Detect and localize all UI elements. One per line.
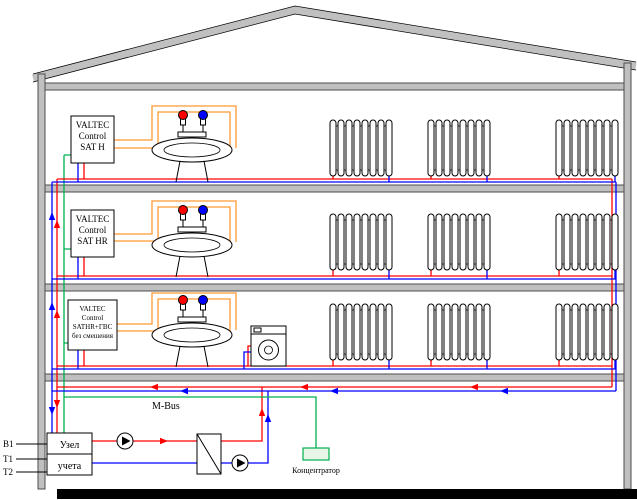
- supply-pipe-floor-1: [57, 163, 612, 180]
- flow-arrow-up: [48, 302, 56, 310]
- floor-1: VALTEC Control SAT H: [52, 105, 619, 183]
- return-pipe-floor-2: [52, 257, 616, 280]
- dhw-loop-floor-2: [114, 200, 237, 246]
- basement-supply-pipes: [56, 386, 612, 442]
- controller-box: [70, 209, 115, 258]
- ceiling-slab: [44, 82, 625, 91]
- controller-sathr-gvs: VALTEC Control SATHR+ГВС без смешения: [67, 299, 118, 351]
- radiator-icon: [555, 119, 619, 177]
- floor-2: VALTEC Control SAT HR: [52, 200, 619, 280]
- dhw-loop-floor-1: [114, 105, 237, 152]
- left-wall: [37, 73, 46, 490]
- concentrator: Концентратор: [292, 447, 340, 475]
- radiator-icon: [329, 303, 393, 361]
- flow-arrow-up: [53, 220, 61, 228]
- port-label-t1: Т1: [3, 454, 13, 464]
- controller-label: Control: [82, 314, 103, 322]
- controller-sat-h: VALTEC Control SAT H: [70, 115, 115, 164]
- roof-edge-top: [32, 5, 637, 75]
- controller-label: SAT HR: [77, 236, 108, 246]
- flow-arrow-up: [48, 212, 56, 220]
- flow-arrow-up: [53, 310, 61, 318]
- washing-machine-icon: [250, 325, 287, 367]
- supply-pipe-floor-2: [57, 257, 612, 277]
- radiator-icon: [329, 213, 393, 271]
- flow-arrow-left: [150, 383, 158, 391]
- flow-arrow-up: [264, 414, 272, 422]
- controller-label: Control: [79, 225, 107, 235]
- basement-return-pipes: [51, 390, 616, 464]
- mbus-label: M-Bus: [152, 401, 180, 412]
- controller-label: Control: [79, 131, 107, 141]
- radiator-icon: [329, 119, 393, 177]
- sink-icon: [151, 110, 233, 183]
- roof: [32, 6, 637, 82]
- flow-arrow-left: [330, 387, 338, 395]
- floor-slab-1: [44, 184, 625, 193]
- flow-arrow-left: [180, 387, 188, 395]
- sink-icon: [151, 205, 233, 278]
- controller-label: VALTEC: [79, 305, 105, 313]
- return-pipe-floor-3: [52, 350, 616, 370]
- radiator-icon: [555, 213, 619, 271]
- flow-arrow-down: [53, 400, 61, 408]
- radiator-icon: [427, 119, 491, 177]
- mbus-line: [63, 396, 317, 448]
- flow-arrow-left: [470, 383, 478, 391]
- dhw-loop-floor-3: [117, 292, 237, 336]
- controller-box: [70, 115, 115, 164]
- floor-slab-2: [44, 283, 625, 292]
- port-label-v1: В1: [3, 439, 14, 449]
- flow-arrow-left: [500, 387, 508, 395]
- meter-unit-label: Узел: [60, 440, 80, 451]
- meter-unit-label: учета: [58, 461, 82, 472]
- radiator-icon: [427, 303, 491, 361]
- flow-arrow-up: [258, 408, 266, 416]
- flow-arrow-left: [300, 383, 308, 391]
- radiator-icon: [555, 303, 619, 361]
- flow-arrow-right: [160, 437, 168, 445]
- concentrator-label: Концентратор: [292, 466, 340, 475]
- pump-icon: [231, 454, 249, 472]
- meter-unit: Узел учета: [46, 432, 93, 476]
- building-outline: [32, 5, 637, 499]
- controller-label: SAT H: [80, 142, 105, 152]
- meter-ports: В1 Т1 Т2: [3, 439, 47, 477]
- heat-exchanger-icon: [196, 433, 222, 475]
- supply-pipe-floor-3: [57, 345, 612, 367]
- flow-arrow-down: [48, 407, 56, 415]
- basement: M-Bus Узел учета В1 Т1 Т2 Концентратор: [3, 386, 616, 477]
- roof-edge-bottom: [32, 13, 637, 83]
- floor-slab-3: [44, 373, 625, 382]
- right-wall: [623, 62, 632, 490]
- radiator-icon: [427, 213, 491, 271]
- concentrator-box: [302, 447, 330, 461]
- floor-3: VALTEC Control SATHR+ГВС без смешения: [52, 292, 619, 370]
- port-label-t2: Т2: [3, 467, 13, 477]
- foundation: [57, 489, 637, 499]
- controller-label: SATHR+ГВС: [73, 323, 113, 331]
- controller-label: VALTEC: [76, 120, 110, 130]
- controller-label: без смешения: [72, 332, 114, 340]
- controller-box: [67, 299, 118, 351]
- return-pipe-floor-1: [52, 163, 616, 183]
- sink-icon: [151, 295, 233, 368]
- pump-icon: [116, 432, 134, 450]
- controller-sat-hr: VALTEC Control SAT HR: [70, 209, 115, 258]
- controller-label: VALTEC: [76, 214, 110, 224]
